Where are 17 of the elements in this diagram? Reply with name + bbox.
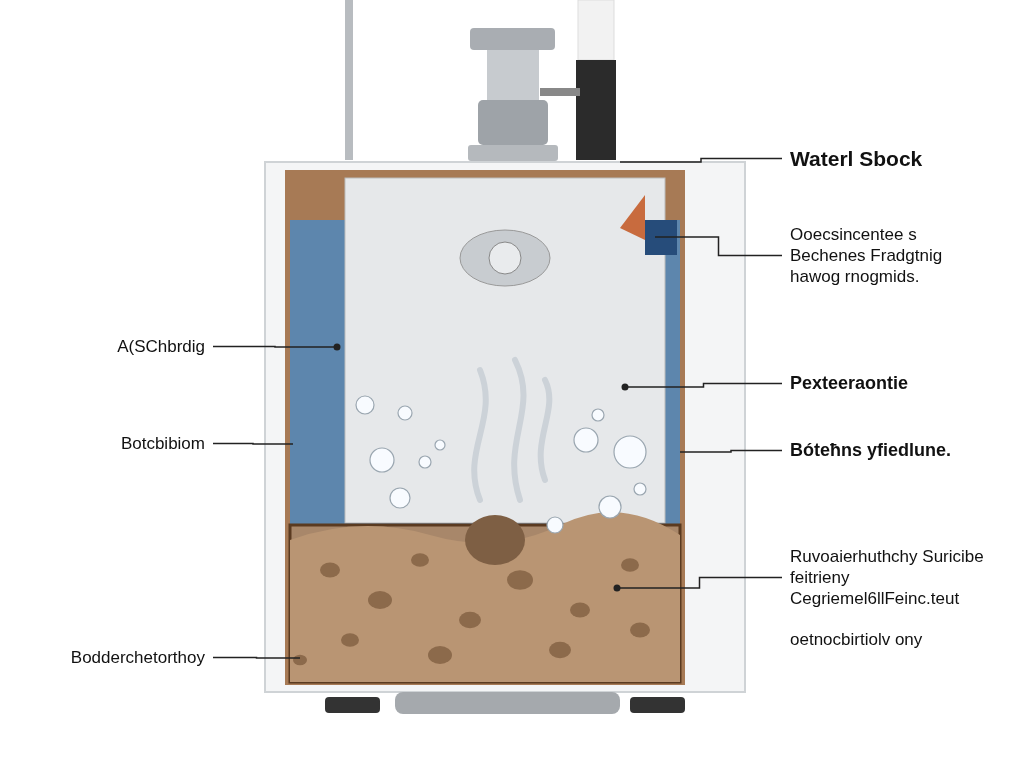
leader-line bbox=[621, 382, 783, 391]
callout-text: Botcbibiom bbox=[45, 433, 205, 454]
leader-line bbox=[679, 449, 783, 453]
callout-text: A(SChbrdig bbox=[45, 336, 205, 357]
callout-text: Bóteħns yfiedlune. bbox=[790, 440, 1010, 461]
callout-text: Waterl Sbock bbox=[790, 148, 990, 169]
note-text: oetnocbirtiolv ony bbox=[790, 630, 923, 650]
leader-line bbox=[613, 576, 783, 592]
callout-text: Pexteeraontie bbox=[790, 373, 1010, 394]
leader-line bbox=[212, 343, 341, 351]
leader-line bbox=[212, 656, 301, 659]
leader-line bbox=[654, 236, 783, 257]
leader-line bbox=[619, 157, 783, 163]
leader-line bbox=[212, 442, 294, 445]
callout-text: Bodderchetorthoy bbox=[5, 647, 205, 668]
callout-text: Ooecsincentee s Bechenes Fradgtnig hawog rnogmids. bbox=[790, 224, 990, 287]
callout-text: Ruvoaierhuthchy Suricibe feitrieny Cegriemel6llFeinc.teut bbox=[790, 546, 990, 609]
